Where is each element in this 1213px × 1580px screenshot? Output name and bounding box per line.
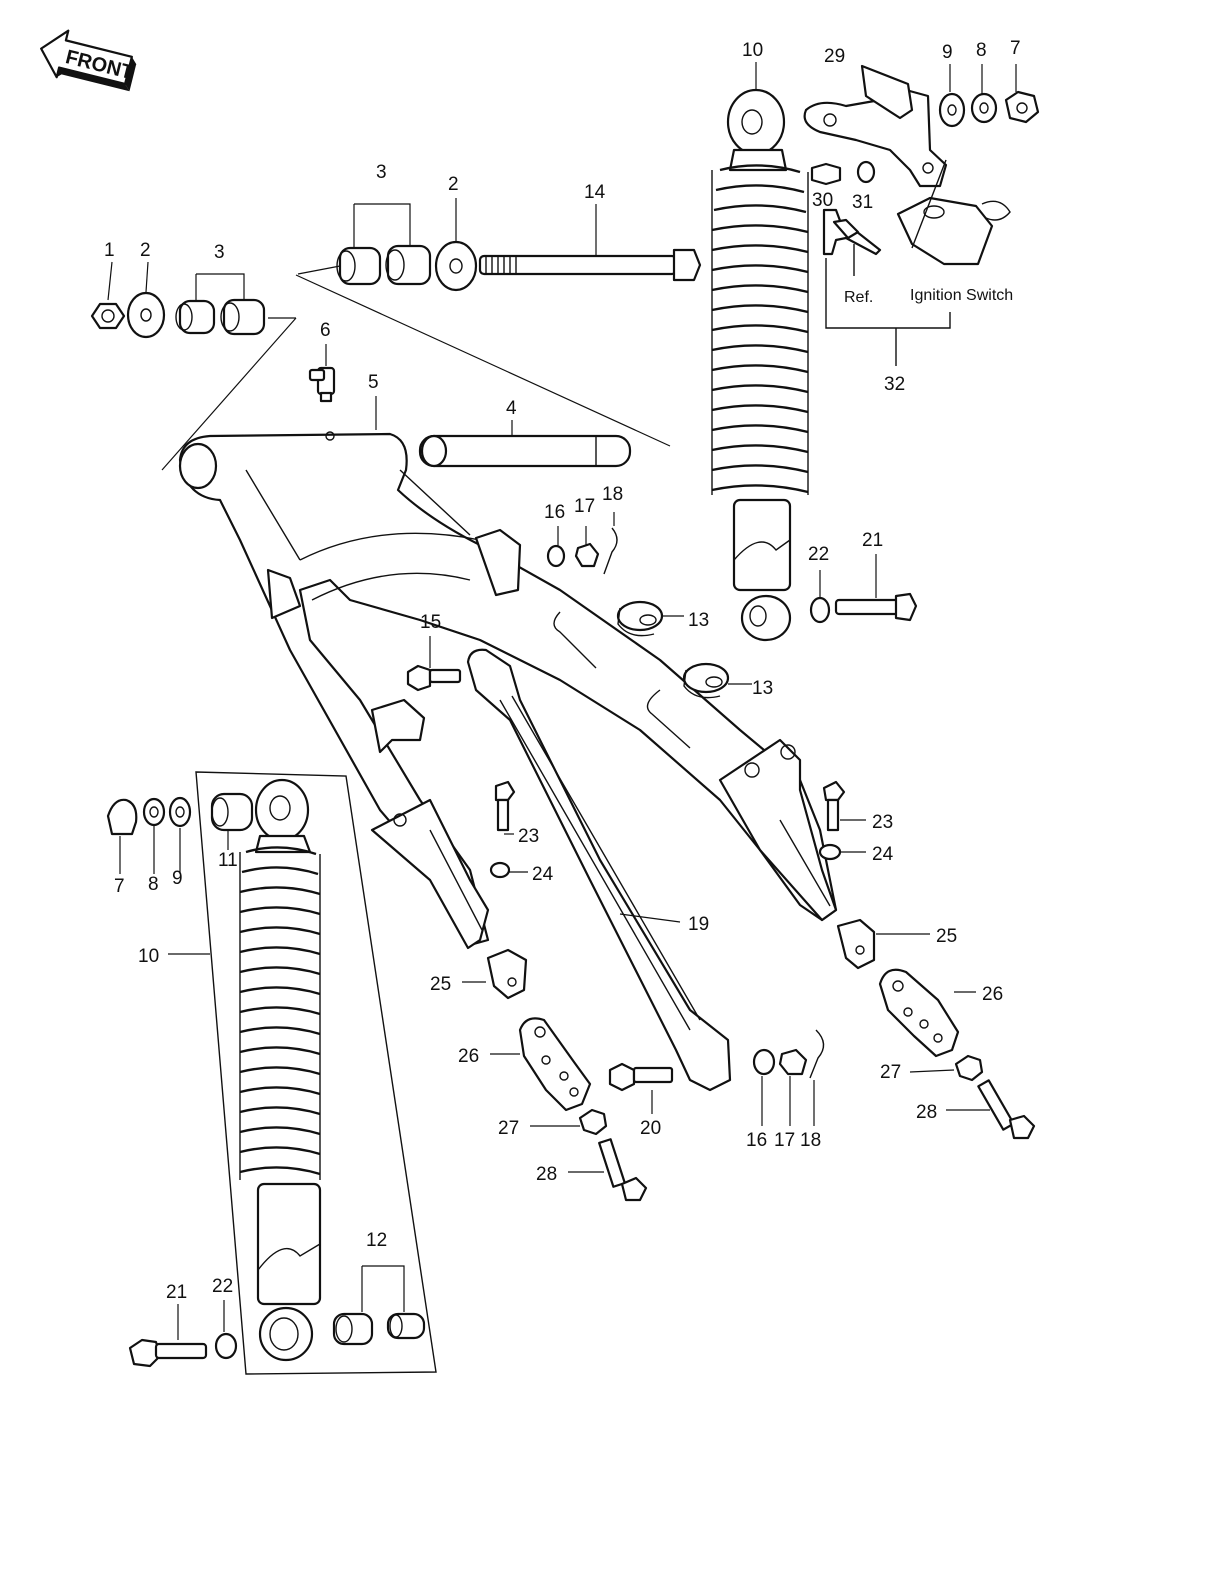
label-16: 16 <box>544 502 565 523</box>
label-26: 26 <box>982 984 1003 1005</box>
label-9: 9 <box>942 42 953 63</box>
label-30: 30 <box>812 190 833 211</box>
grease-nipple <box>308 366 336 403</box>
label-17: 17 <box>774 1130 795 1151</box>
part-labels: 1 2 3 3 2 14 6 5 4 10 29 9 8 7 30 31 Ref… <box>104 38 1021 1303</box>
label-13: 13 <box>752 678 773 699</box>
swing-arm <box>178 431 838 950</box>
label-17: 17 <box>574 496 595 517</box>
label-7: 7 <box>114 876 125 897</box>
ignition-switch <box>822 196 1011 266</box>
pivot-hardware-right <box>336 240 702 292</box>
label-28: 28 <box>916 1102 937 1123</box>
label-1: 1 <box>104 240 115 261</box>
torque-link <box>466 648 732 1092</box>
label-4: 4 <box>506 398 517 419</box>
label-21: 21 <box>862 530 883 551</box>
label-6: 6 <box>320 320 331 341</box>
bolt-28-right <box>977 1079 1036 1140</box>
label-9: 9 <box>172 868 183 889</box>
label-22: 22 <box>212 1276 233 1297</box>
label-2: 2 <box>448 174 459 195</box>
label-28: 28 <box>536 1164 557 1185</box>
label-25: 25 <box>430 974 451 995</box>
shock-absorber-right <box>711 88 809 642</box>
label-18: 18 <box>800 1130 821 1151</box>
label-ignition-switch: Ignition Switch <box>910 287 1013 304</box>
label-10: 10 <box>742 40 763 61</box>
label-7: 7 <box>1010 38 1021 59</box>
label-11: 11 <box>218 850 238 871</box>
label-ref: Ref. <box>844 289 873 306</box>
nut-27-left <box>578 1108 608 1136</box>
label-29: 29 <box>824 46 845 67</box>
label-18: 18 <box>602 484 623 505</box>
nut-27-right <box>954 1054 984 1082</box>
front-arrow-icon: FRONT <box>40 29 137 92</box>
label-2: 2 <box>140 240 151 261</box>
label-24: 24 <box>872 844 894 865</box>
bolt-15 <box>406 664 462 692</box>
label-26: 26 <box>458 1046 479 1067</box>
bushing-13-lower <box>682 662 730 699</box>
bolt-23-washer-24-right <box>818 780 846 861</box>
label-5: 5 <box>368 372 379 393</box>
label-24: 24 <box>532 864 554 885</box>
label-21: 21 <box>166 1282 187 1303</box>
hardware-16-17-18-lower <box>752 1029 825 1079</box>
label-8: 8 <box>976 40 987 61</box>
label-12: 12 <box>366 1230 387 1251</box>
label-8: 8 <box>148 874 159 895</box>
label-10: 10 <box>138 946 159 967</box>
hardware-16-17-18-upper <box>546 527 618 575</box>
label-32: 32 <box>884 374 905 395</box>
bolt-20 <box>608 1062 674 1092</box>
pivot-sleeve <box>418 434 632 468</box>
label-27: 27 <box>498 1118 519 1139</box>
chain-adjuster-26-left <box>518 1017 592 1112</box>
label-3: 3 <box>376 162 387 183</box>
label-27: 27 <box>880 1062 901 1083</box>
pivot-hardware-left <box>90 291 266 339</box>
label-16: 16 <box>746 1130 767 1151</box>
bolt-21-washer-22-left <box>128 1332 238 1368</box>
label-31: 31 <box>852 192 873 213</box>
label-20: 20 <box>640 1118 661 1139</box>
label-13: 13 <box>688 610 709 631</box>
label-23: 23 <box>518 826 539 847</box>
shock-absorber-left <box>195 771 437 1375</box>
label-14: 14 <box>584 182 606 203</box>
bolt-28-left <box>598 1138 648 1202</box>
bracket-29 <box>803 64 948 188</box>
hardware-7-8-9-left <box>106 796 192 836</box>
bushing-11 <box>210 792 254 832</box>
adjuster-block-25-right <box>836 918 876 970</box>
chain-adjuster-26-right <box>878 968 960 1058</box>
leader-lines <box>107 62 1017 1340</box>
bolt-23-washer-24-left <box>489 780 516 879</box>
label-25: 25 <box>936 926 957 947</box>
label-15: 15 <box>420 612 441 633</box>
label-22: 22 <box>808 544 829 565</box>
bolt-21-washer-22-right <box>809 592 918 624</box>
bushings-12 <box>332 1312 426 1346</box>
hardware-9-8-7-top <box>938 90 1040 128</box>
adjuster-block-25-left <box>486 948 528 1000</box>
label-23: 23 <box>872 812 893 833</box>
bushing-13-upper <box>616 600 664 637</box>
label-19: 19 <box>688 914 709 935</box>
label-3: 3 <box>214 242 225 263</box>
